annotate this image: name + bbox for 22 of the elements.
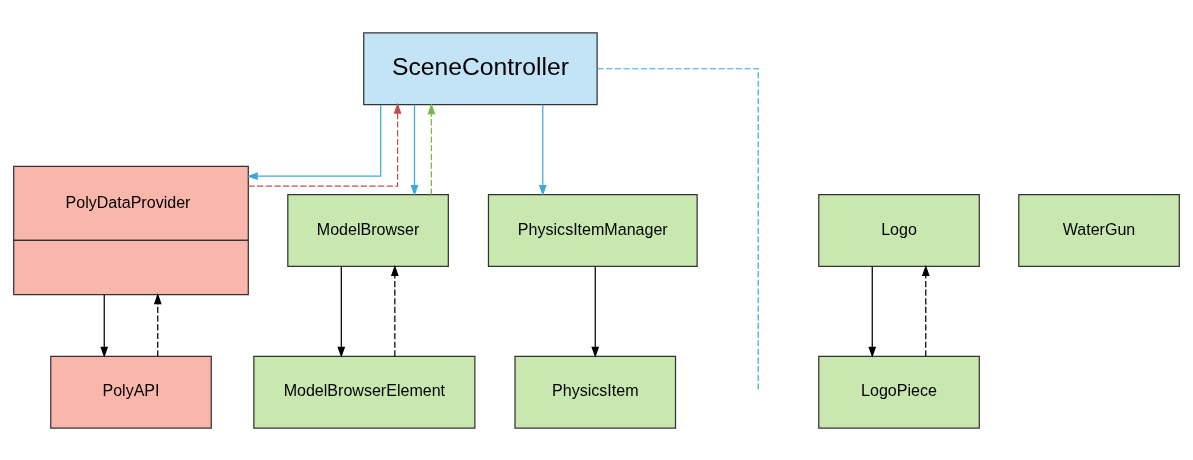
arrow <box>390 264 399 357</box>
node-box: LogoPiece <box>818 355 980 429</box>
arrow <box>538 103 547 196</box>
arrow <box>247 102 402 187</box>
arrow <box>410 103 419 196</box>
arrow <box>868 265 877 358</box>
connector <box>596 67 759 392</box>
arrow <box>427 102 436 195</box>
node-box: SceneController <box>363 31 598 105</box>
node-box: PolyAPI <box>50 355 212 429</box>
arrow <box>921 264 930 357</box>
node-box: ModelBrowserElement <box>253 355 476 429</box>
node-box: PhysicsItemManager <box>487 193 698 267</box>
node-box: WaterGun <box>1018 193 1180 267</box>
node-box: Logo <box>818 193 980 267</box>
arrow <box>591 265 600 358</box>
arrow <box>100 293 109 358</box>
node-box: ModelBrowser <box>287 193 449 267</box>
arrow <box>246 104 382 180</box>
arrow <box>337 265 346 358</box>
arrow <box>153 292 162 357</box>
node-box: PhysicsItem <box>514 355 677 429</box>
